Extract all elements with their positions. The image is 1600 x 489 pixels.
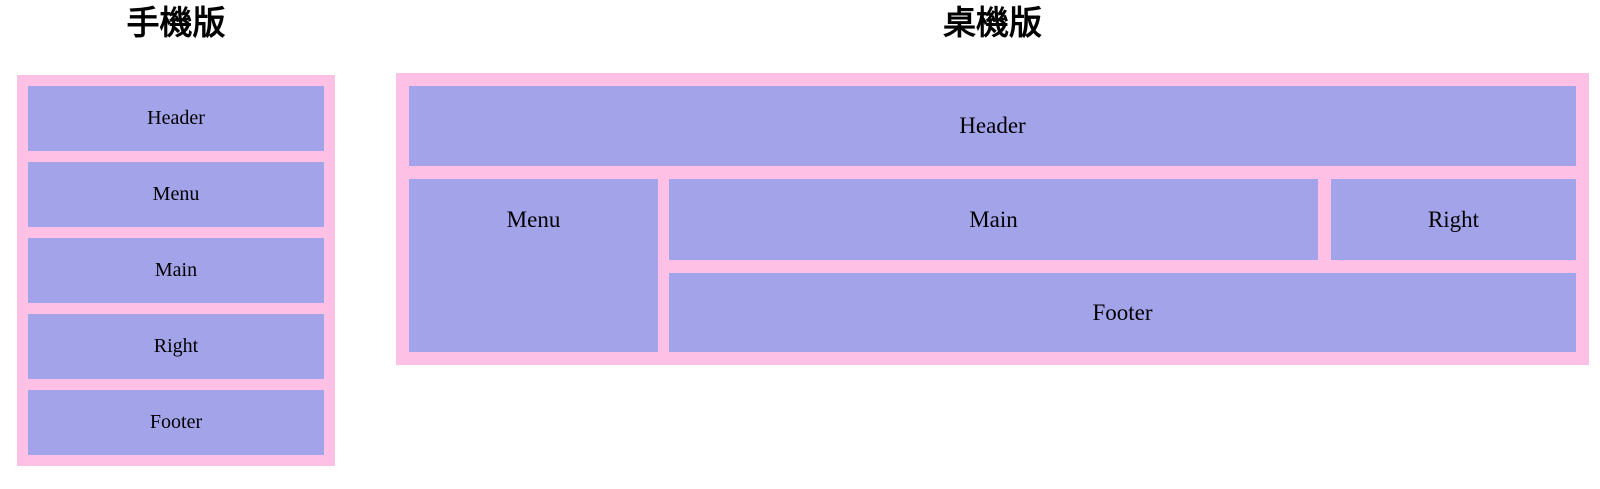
desktop-right-box: Right	[1331, 179, 1576, 260]
mobile-menu-box: Menu	[28, 162, 324, 227]
desktop-main-row: Main Right	[669, 179, 1576, 260]
mobile-main-box: Main	[28, 238, 324, 303]
desktop-footer-box: Footer	[669, 273, 1576, 352]
mobile-right-box: Right	[28, 314, 324, 379]
mobile-version-title: 手機版	[126, 4, 226, 41]
desktop-content-row: Menu Main Right Footer	[409, 179, 1576, 352]
desktop-layout-container: Header Menu Main Right Footer	[396, 73, 1589, 365]
mobile-footer-box: Footer	[28, 390, 324, 455]
desktop-header-box: Header	[409, 86, 1576, 166]
mobile-header-box: Header	[28, 86, 324, 151]
desktop-menu-box: Menu	[409, 179, 658, 352]
desktop-right-column: Main Right Footer	[669, 179, 1576, 352]
desktop-version-title: 桌機版	[943, 4, 1042, 41]
desktop-main-box: Main	[669, 179, 1318, 260]
mobile-layout-container: Header Menu Main Right Footer	[17, 75, 335, 466]
